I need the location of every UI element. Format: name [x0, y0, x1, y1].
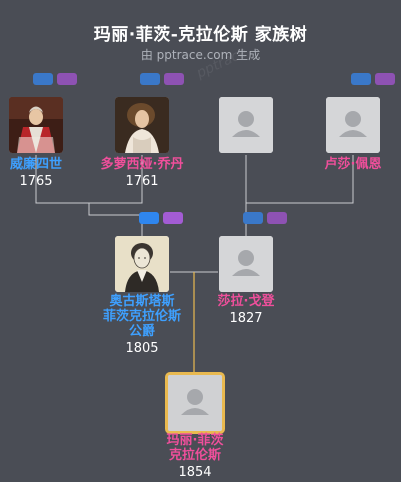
avatar-placeholder-icon	[219, 236, 273, 292]
person-year-william: 1765	[19, 174, 53, 189]
connector-grandparents-right	[245, 155, 354, 204]
person-year-sarah: 1827	[229, 311, 263, 326]
person-photo-unknown[interactable]	[219, 97, 273, 153]
sarah-parent-buttons	[243, 212, 287, 224]
william-parent-buttons	[33, 73, 77, 85]
person-name-augustus-line3[interactable]: 公爵	[128, 324, 155, 339]
add-father-button[interactable]	[140, 73, 160, 85]
person-year-augustus: 1805	[125, 341, 159, 356]
person-year-dorothea: 1761	[125, 174, 159, 189]
add-mother-button[interactable]	[164, 73, 184, 85]
page-subtitle: 由 pptrace.com 生成	[140, 48, 261, 62]
person-photo-dorothea[interactable]	[115, 97, 169, 153]
person-name-augustus-line1[interactable]: 奥古斯塔斯	[109, 294, 175, 309]
page-title: 玛丽·菲茨-克拉伦斯 家族树	[93, 25, 308, 45]
add-mother-button[interactable]	[57, 73, 77, 85]
lucy-parent-buttons	[351, 73, 395, 85]
portrait-image	[115, 97, 169, 153]
person-name-mary-line2[interactable]: 克拉伦斯	[168, 448, 221, 463]
augustus-parent-buttons	[139, 212, 183, 224]
person-photo-william[interactable]	[9, 97, 63, 153]
person-name-lucy[interactable]: 卢莎·佩恩	[324, 157, 382, 172]
portrait-image	[9, 97, 63, 153]
portrait-image	[115, 236, 169, 292]
person-name-william[interactable]: 威廉四世	[9, 157, 62, 172]
mother-button[interactable]	[267, 212, 287, 224]
person-photo-lucy[interactable]	[326, 97, 380, 153]
person-year-mary: 1854	[178, 465, 212, 480]
add-father-button[interactable]	[351, 73, 371, 85]
person-name-mary-line1[interactable]: 玛丽·菲茨	[166, 433, 224, 448]
person-name-sarah[interactable]: 莎拉·戈登	[217, 294, 275, 309]
father-button[interactable]	[139, 212, 159, 224]
person-photo-mary-selected[interactable]	[165, 372, 225, 434]
person-name-dorothea[interactable]: 多萝西娅·乔丹	[100, 157, 184, 172]
father-button[interactable]	[243, 212, 263, 224]
person-photo-augustus[interactable]	[115, 236, 169, 292]
avatar-placeholder-icon	[219, 97, 273, 153]
avatar-placeholder-icon	[168, 375, 222, 431]
dorothea-parent-buttons	[140, 73, 184, 85]
add-father-button[interactable]	[33, 73, 53, 85]
person-photo-sarah[interactable]	[219, 236, 273, 292]
add-mother-button[interactable]	[375, 73, 395, 85]
avatar-placeholder-icon	[326, 97, 380, 153]
mother-button[interactable]	[163, 212, 183, 224]
person-name-augustus-line2[interactable]: 菲茨克拉伦斯	[102, 309, 181, 324]
